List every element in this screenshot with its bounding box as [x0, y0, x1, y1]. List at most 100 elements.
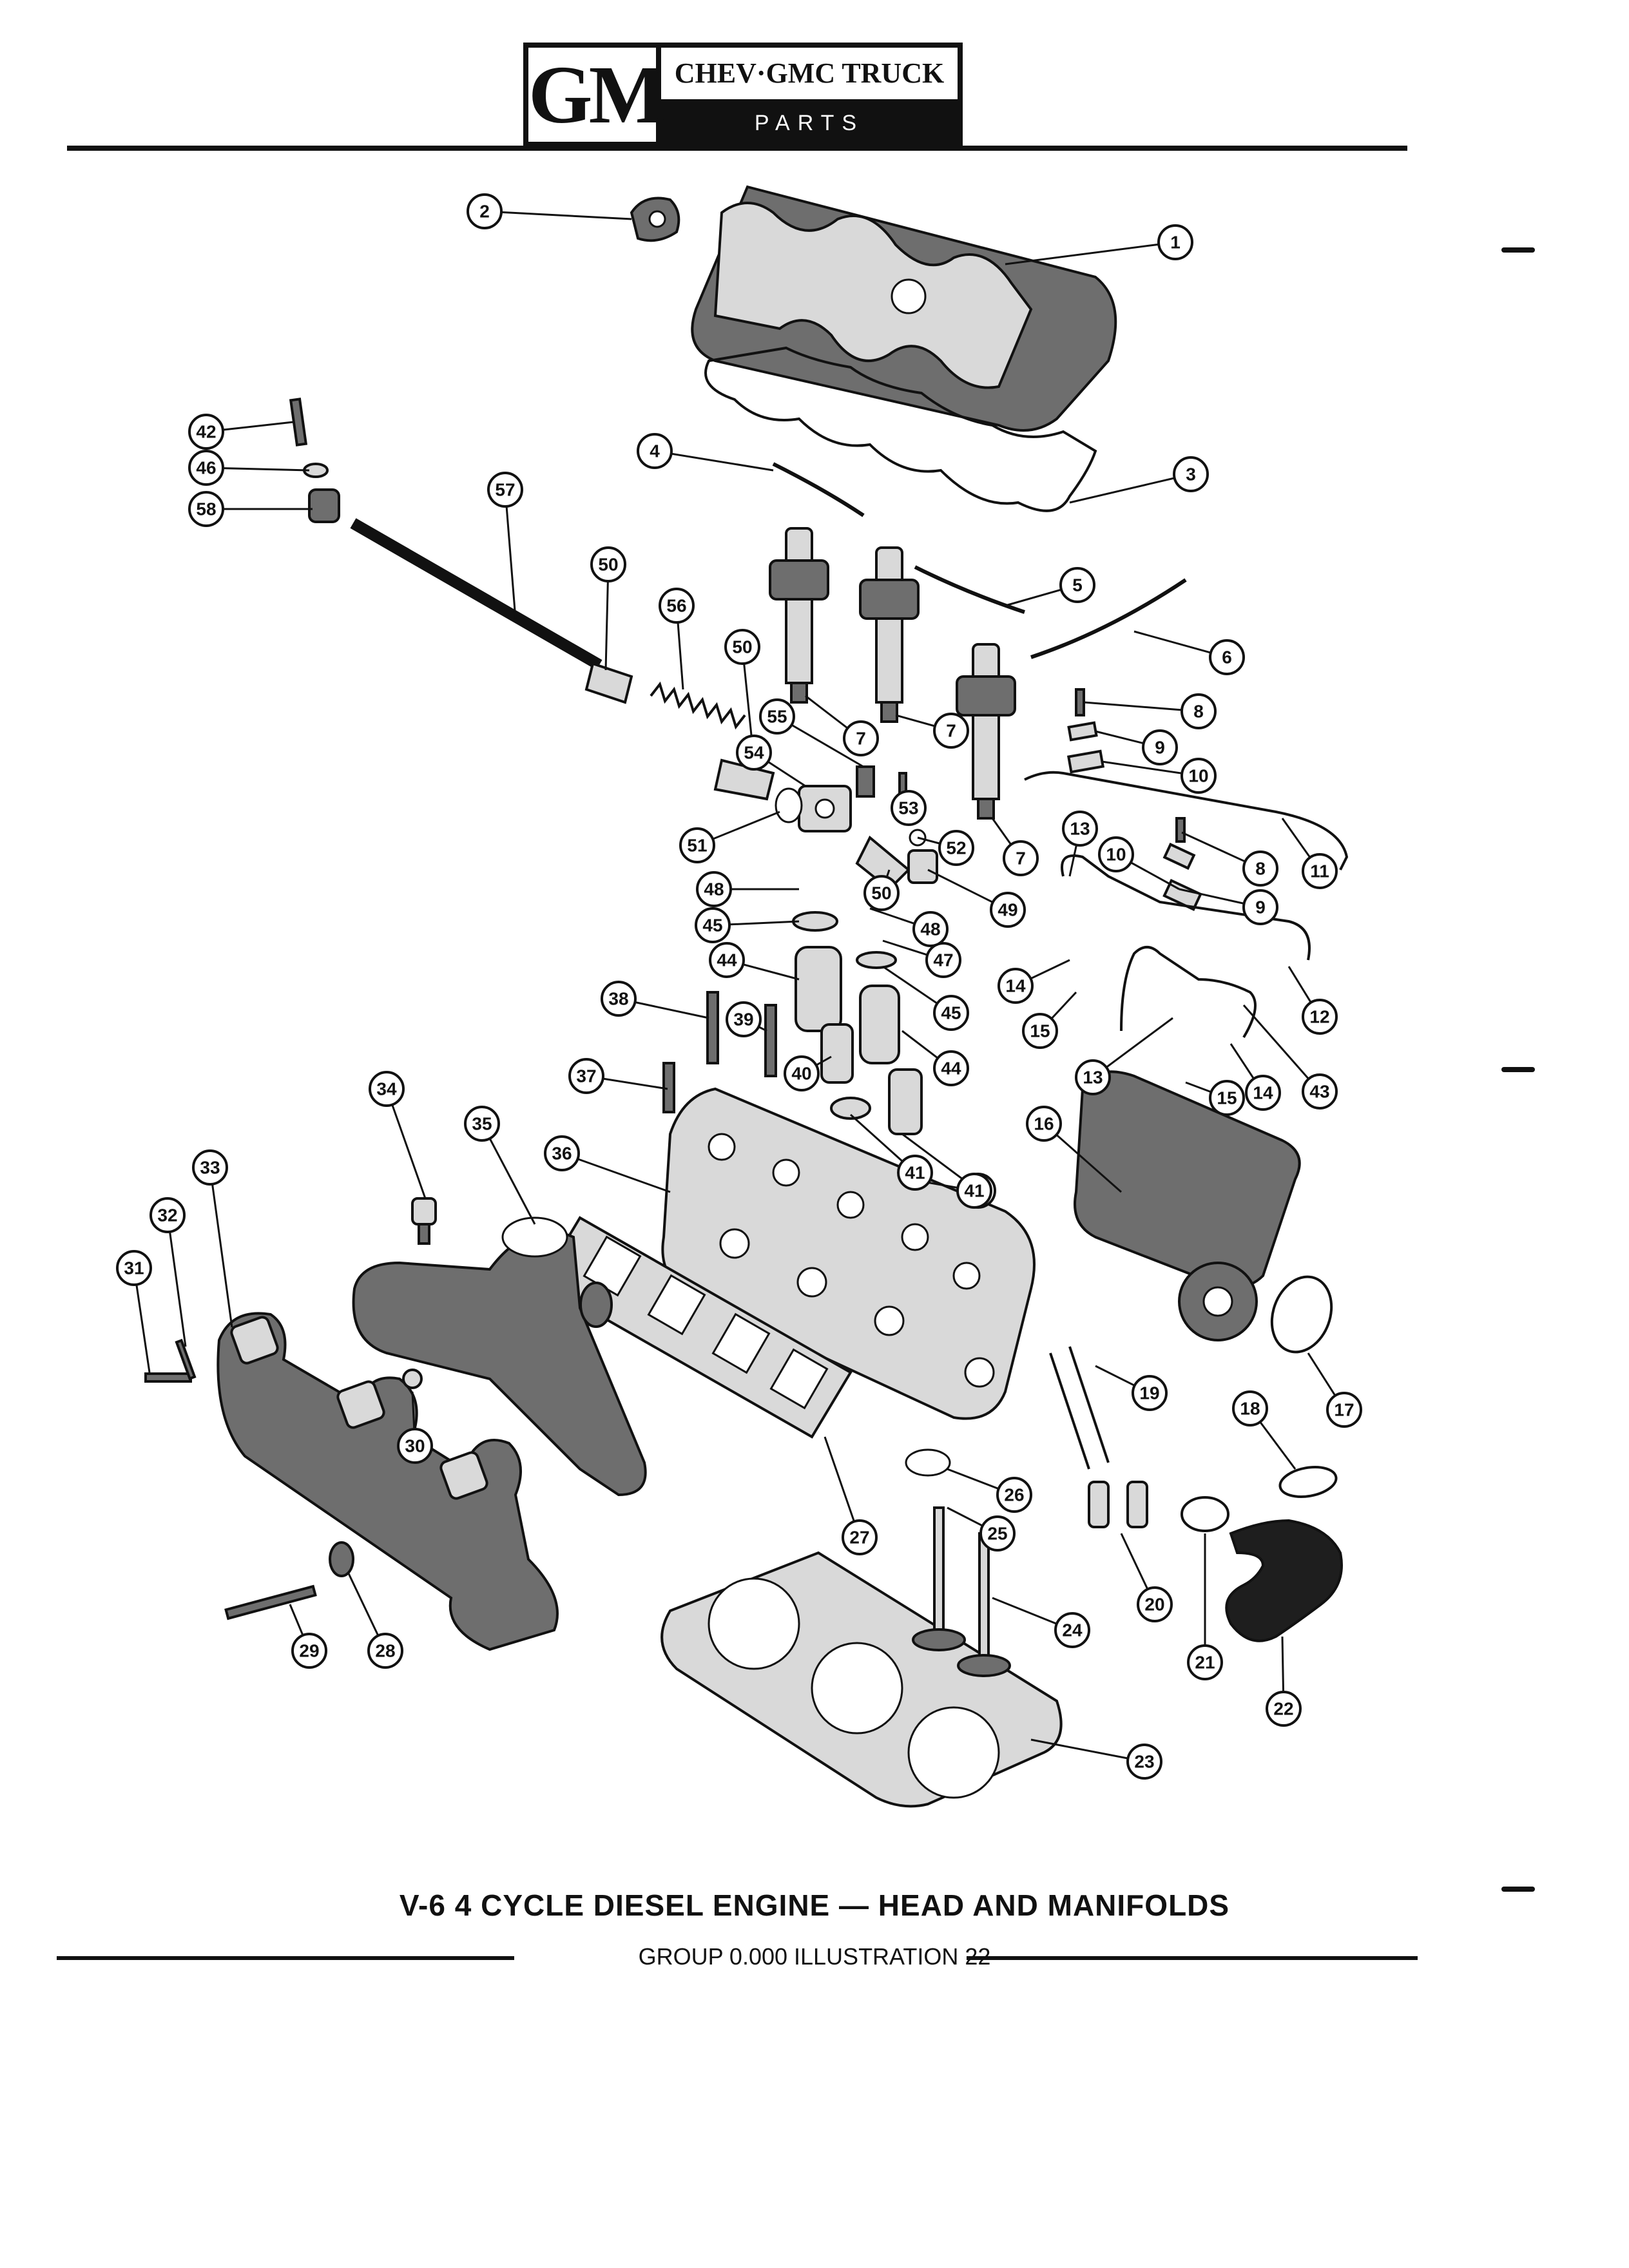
callout-39: 39 — [726, 1001, 762, 1037]
callout-number: 41 — [964, 1181, 984, 1201]
callout-number: 53 — [898, 798, 918, 818]
leader-line — [1005, 241, 1176, 265]
callout-circle — [996, 1477, 1032, 1513]
gasket-strip — [772, 462, 865, 517]
callout-28: 28 — [367, 1633, 403, 1669]
callout-number: 29 — [299, 1641, 319, 1661]
callout-number: 14 — [1253, 1083, 1273, 1103]
callout-number: 17 — [1334, 1400, 1354, 1420]
leader-line — [209, 1167, 233, 1328]
callout-14: 14 — [998, 968, 1034, 1004]
callout-number: 57 — [495, 480, 515, 500]
callout-55: 55 — [759, 698, 795, 735]
callout-number: 42 — [196, 422, 216, 442]
callout-30: 30 — [397, 1428, 433, 1464]
callout-circle — [1054, 1612, 1090, 1648]
callout-circle — [1209, 639, 1245, 675]
callout-33: 33 — [192, 1149, 228, 1186]
callout-number: 49 — [998, 900, 1017, 920]
callout-circle — [695, 907, 731, 943]
fuel-line-43 — [1120, 946, 1257, 1039]
callout-number: 15 — [1030, 1021, 1050, 1041]
logo-subtitle: PARTS CATALOGUE — [708, 111, 911, 173]
head-bolts — [662, 991, 777, 1113]
callout-number: 22 — [1273, 1699, 1293, 1719]
callout-circle — [1242, 889, 1278, 925]
callout-circle — [1266, 1691, 1302, 1727]
callout-circle — [1187, 1644, 1223, 1680]
callout-number: 16 — [1034, 1114, 1054, 1134]
callout-number: 54 — [744, 743, 764, 763]
callout-10: 10 — [1098, 836, 1134, 872]
callout-circle — [726, 1001, 762, 1037]
callout-circle — [679, 827, 715, 863]
callout-circle — [1232, 1390, 1268, 1427]
callout-circle — [933, 995, 969, 1031]
rocker-cover-gasket — [704, 346, 1097, 512]
callout-16: 16 — [1026, 1106, 1062, 1142]
callout-number: 9 — [1255, 898, 1266, 918]
o-ring — [1270, 1275, 1333, 1354]
exhaust-manifold — [217, 1312, 559, 1651]
callout-number: 10 — [1188, 766, 1208, 786]
callout-number: 21 — [1195, 1653, 1215, 1673]
callout-circle — [149, 1197, 186, 1233]
callout-circle — [897, 1155, 933, 1191]
fuel-injection-pump — [1074, 1070, 1301, 1341]
callout-circle — [891, 790, 927, 826]
callout-number: 44 — [717, 950, 737, 970]
callout-17: 17 — [1326, 1392, 1362, 1428]
callout-circle — [1302, 999, 1338, 1035]
shaft-end-hardware — [289, 398, 340, 523]
callout-number: 50 — [871, 883, 891, 903]
callout-circle — [601, 981, 637, 1017]
callout-circle — [637, 433, 673, 469]
callout-26: 26 — [996, 1477, 1032, 1513]
callout-number: 55 — [767, 707, 787, 727]
callout-circle — [1245, 1075, 1281, 1111]
callout-34: 34 — [369, 1071, 405, 1107]
rocker-shaft — [350, 518, 602, 670]
leader-line — [1083, 701, 1199, 713]
callout-number: 50 — [732, 637, 752, 657]
edge-mark — [1501, 1067, 1535, 1072]
callout-number: 6 — [1222, 648, 1232, 668]
callout-circle — [979, 1515, 1016, 1552]
caption-rule-right — [967, 1956, 1418, 1960]
callout-number: 14 — [1005, 976, 1026, 996]
manifold-fasteners — [144, 1338, 423, 1620]
callout-22: 22 — [1266, 1691, 1302, 1727]
callout-circle — [842, 1519, 878, 1555]
callout-51: 51 — [679, 827, 715, 863]
callout-1: 1 — [1157, 224, 1193, 260]
callout-27: 27 — [842, 1519, 878, 1555]
callout-number: 35 — [472, 1114, 492, 1134]
callout-number: 50 — [598, 555, 618, 575]
seal-strip-5 — [914, 565, 1025, 614]
callout-circle — [291, 1633, 327, 1669]
callout-53: 53 — [891, 790, 927, 826]
callout-circle — [188, 450, 224, 486]
callout-circle — [1062, 811, 1098, 847]
callout-number: 41 — [905, 1163, 925, 1183]
callout-circle — [590, 546, 626, 582]
callout-20: 20 — [1137, 1586, 1173, 1622]
gm-logo: GM CHEV·GMC TRUCK PARTS CATALOGUE — [523, 43, 963, 173]
temperature-sender — [411, 1197, 437, 1245]
callout-number: 28 — [375, 1641, 395, 1661]
callout-circle — [863, 875, 900, 911]
callout-50: 50 — [724, 629, 760, 665]
callout-45: 45 — [695, 907, 731, 943]
callout-42: 42 — [188, 414, 224, 450]
callout-number: 39 — [733, 1010, 753, 1030]
callout-circle — [1003, 840, 1039, 876]
callout-circle — [659, 588, 695, 624]
callout-number: 2 — [479, 202, 490, 222]
leader-line — [481, 1123, 536, 1225]
callout-circle — [933, 713, 969, 749]
callout-48: 48 — [696, 871, 732, 907]
callout-circle — [1302, 853, 1338, 889]
logo-title: CHEV·GMC TRUCK — [661, 48, 958, 99]
callout-number: 30 — [405, 1436, 425, 1456]
